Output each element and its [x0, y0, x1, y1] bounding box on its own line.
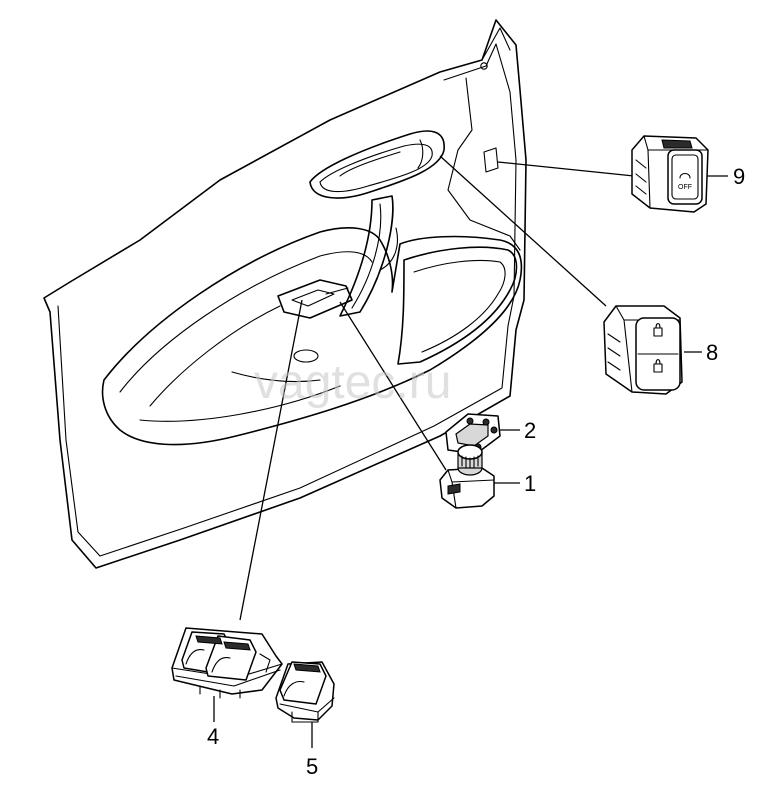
leader-lines: [213, 155, 728, 748]
watermark: vagtec.ru: [254, 356, 451, 409]
callout-8: 8: [706, 340, 718, 365]
part-5-window-switch-single: [275, 661, 335, 723]
part-1-mirror-adjust-switch: [439, 444, 495, 509]
part-2-trim-frame: [445, 413, 501, 455]
callout-4: 4: [207, 724, 219, 749]
off-label: OFF: [678, 184, 692, 191]
part-8-central-locking-switch: [603, 305, 683, 395]
door-trim-panel: [43, 19, 527, 569]
callout-2: 2: [524, 418, 536, 443]
part-4-window-switch-double: [171, 627, 283, 699]
part-9-off-switch: OFF: [631, 135, 709, 213]
callout-9: 9: [733, 164, 745, 189]
callout-1: 1: [524, 471, 536, 496]
callout-5: 5: [306, 754, 318, 779]
